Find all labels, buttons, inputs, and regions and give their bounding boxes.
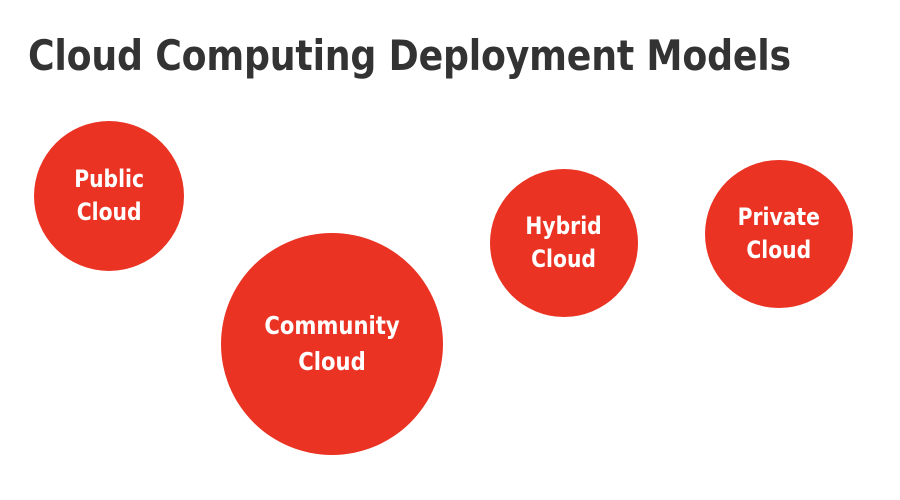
bubble-label-hybrid-cloud: Hybrid Cloud (525, 212, 603, 273)
bubble-label-public-cloud: Public Cloud (74, 165, 144, 226)
bubble-hybrid-cloud[interactable]: Hybrid Cloud (490, 169, 638, 317)
bubble-label-private-cloud: Private Cloud (737, 203, 821, 264)
bubble-label-community-cloud: Community Cloud (264, 311, 400, 376)
bubble-public-cloud[interactable]: Public Cloud (34, 121, 184, 271)
bubble-private-cloud[interactable]: Private Cloud (705, 160, 853, 308)
bubble-community-cloud[interactable]: Community Cloud (221, 233, 443, 455)
page-title: Cloud Computing Deployment Models (28, 31, 791, 80)
